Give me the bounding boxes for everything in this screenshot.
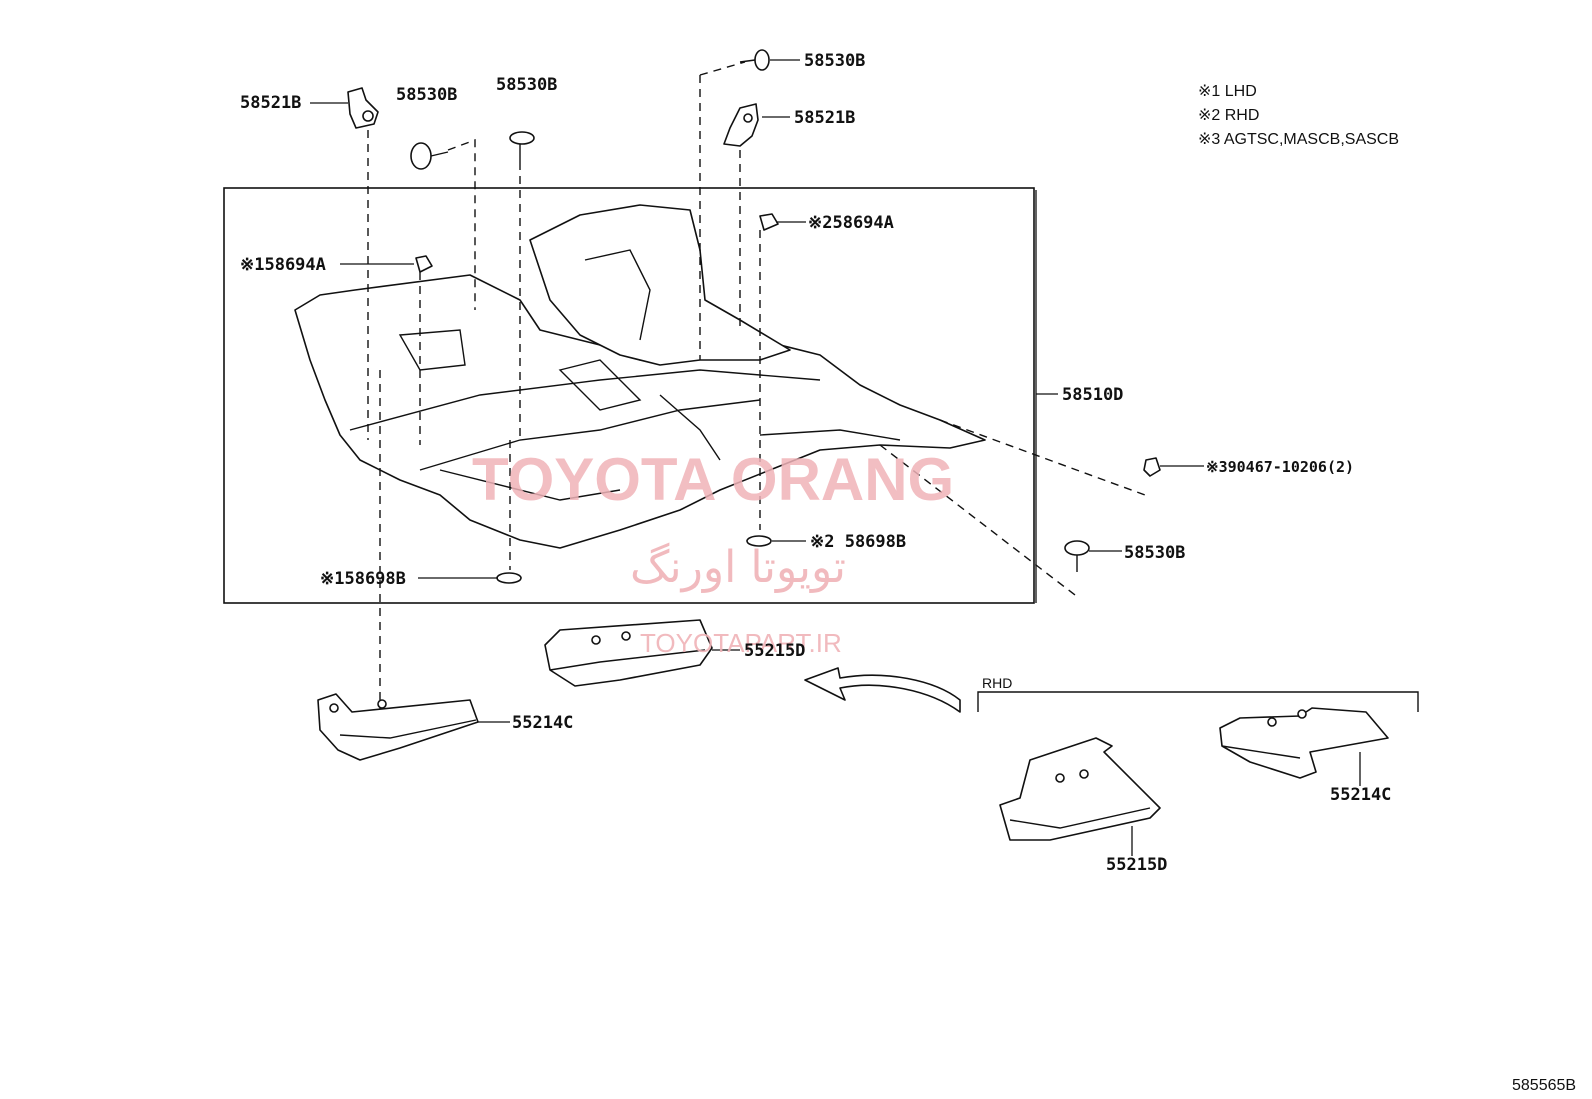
label-58530B-top: 58530B bbox=[804, 51, 865, 71]
label-58530B-b: 58530B bbox=[496, 75, 557, 95]
label-58694A-lhd: ※158694A bbox=[240, 255, 326, 275]
label-58521B-right: 58521B bbox=[794, 108, 855, 128]
mat-55214C-left bbox=[317, 693, 479, 761]
label-55215D-top: 55215D bbox=[744, 641, 805, 661]
label-55214C-right: 55214C bbox=[1330, 785, 1391, 805]
label-rhd-group: RHD bbox=[982, 675, 1012, 691]
note-rhd: ※2 RHD bbox=[1198, 107, 1259, 124]
label-58694A-rhd: ※258694A bbox=[808, 213, 894, 233]
watermark-url: TOYOTAPART.IR bbox=[640, 628, 842, 658]
clip-58694A-lhd bbox=[415, 255, 433, 273]
note-lhd: ※1 LHD bbox=[1198, 83, 1257, 100]
clip-58530B-a bbox=[410, 142, 449, 170]
label-58530B-right: 58530B bbox=[1124, 543, 1185, 563]
clip-58521B-right bbox=[723, 103, 759, 147]
clip-58530B-top bbox=[739, 49, 770, 71]
watermark-brand: TOYOTA ORANG bbox=[472, 446, 954, 513]
direction-arrow bbox=[804, 667, 961, 713]
label-90467: ※390467-10206(2) bbox=[1206, 458, 1354, 476]
diagram-code: 585565B bbox=[1512, 1077, 1576, 1094]
clip-58530B-right bbox=[1064, 540, 1090, 572]
note-grades: ※3 AGTSC,MASCB,SASCB bbox=[1198, 131, 1399, 148]
clip-58694A-rhd bbox=[759, 213, 779, 231]
watermark-persian: تویوتا اورنگ bbox=[630, 542, 846, 593]
label-58698B-lhd: ※158698B bbox=[320, 569, 406, 589]
label-58521B-left: 58521B bbox=[240, 93, 301, 113]
clip-58530B-b bbox=[509, 131, 535, 162]
grommet-58698B-rhd bbox=[746, 535, 772, 547]
carpet-frame bbox=[223, 187, 1035, 604]
label-55215D-bottom: 55215D bbox=[1106, 855, 1167, 875]
label-58698B-rhd: ※2 58698B bbox=[810, 532, 906, 552]
label-58510D: 58510D bbox=[1062, 385, 1123, 405]
clip-58521B-left bbox=[347, 87, 379, 129]
mat-55215D-top bbox=[544, 619, 713, 687]
mat-55215D-bottom bbox=[999, 737, 1161, 841]
floor-carpet bbox=[294, 204, 986, 549]
grommet-58698B-lhd bbox=[496, 572, 522, 584]
mat-55214C-right bbox=[1219, 707, 1389, 779]
clip-90467 bbox=[1143, 457, 1161, 477]
label-55214C-left: 55214C bbox=[512, 713, 573, 733]
label-58530B-a: 58530B bbox=[396, 85, 457, 105]
